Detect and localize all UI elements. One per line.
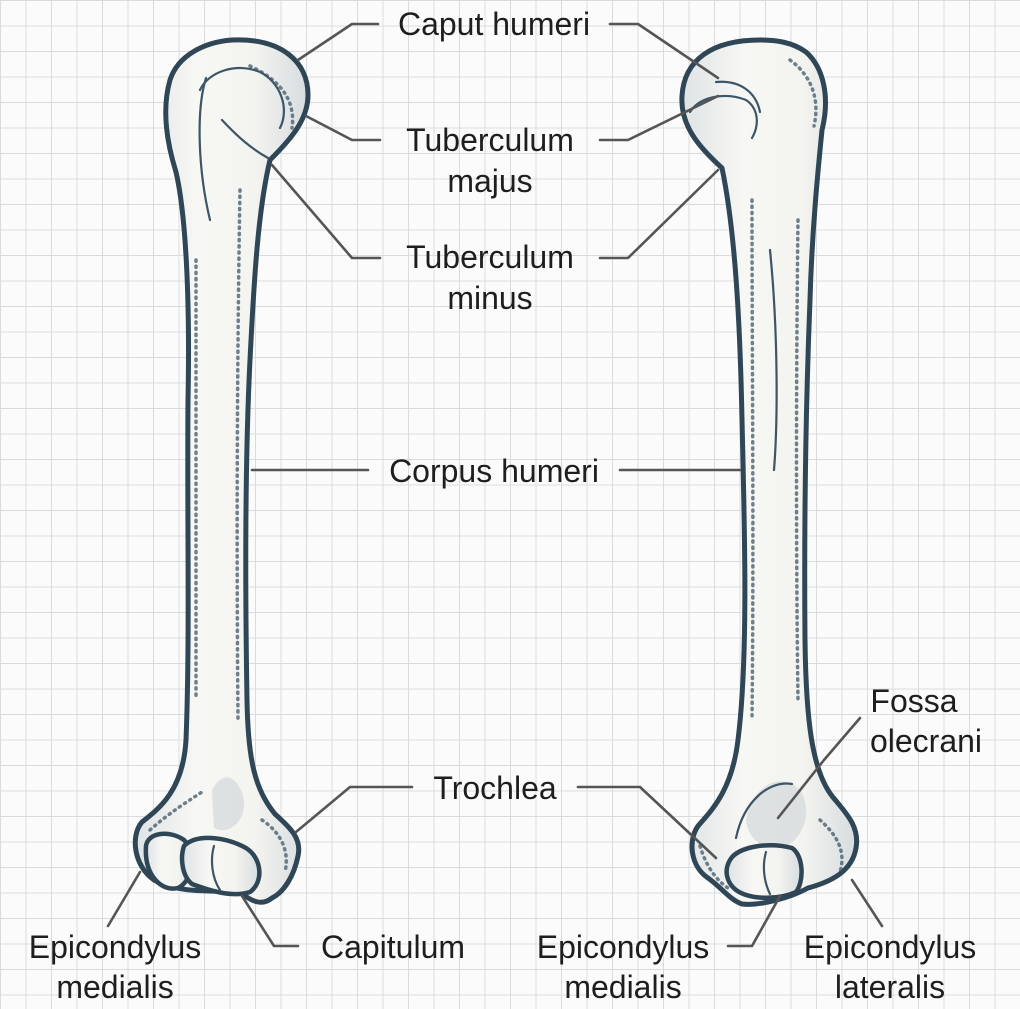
leader-tub-minus-right: [600, 170, 718, 258]
label-corpus-humeri: Corpus humeri: [389, 453, 599, 489]
leader-epi-lat: [852, 880, 882, 926]
label-tuberculum-minus-line1: Tuberculum: [406, 239, 574, 275]
label-epicondylus-medialis-left-line1: Epicondylus: [29, 929, 202, 965]
leader-caput-left: [298, 24, 378, 60]
label-epicondylus-lateralis-line2: lateralis: [835, 969, 945, 1005]
right-humerus: [682, 40, 857, 904]
leader-tub-majus-left: [306, 116, 380, 140]
leader-tub-minus-left: [272, 165, 380, 258]
label-tuberculum-majus-line1: Tuberculum: [406, 122, 574, 158]
label-epicondylus-medialis-right-line2: medialis: [564, 969, 681, 1005]
leader-capitulum: [242, 896, 298, 946]
label-trochlea: Trochlea: [433, 770, 557, 806]
label-fossa-olecrani-line2: olecrani: [870, 723, 982, 759]
label-caput-humeri: Caput humeri: [398, 6, 590, 42]
label-tuberculum-majus-line2: majus: [447, 163, 532, 199]
label-fossa-olecrani-line1: Fossa: [870, 683, 957, 719]
label-epicondylus-lateralis-line1: Epicondylus: [804, 929, 977, 965]
label-capitulum: Capitulum: [321, 929, 465, 965]
leader-trochlea-left: [296, 787, 412, 832]
right-humerus-outline: [682, 40, 857, 904]
label-epicondylus-medialis-right-line1: Epicondylus: [537, 929, 710, 965]
label-epicondylus-medialis-left-line2: medialis: [56, 969, 173, 1005]
leader-epi-med-left: [108, 872, 140, 926]
label-tuberculum-minus-line2: minus: [447, 280, 532, 316]
